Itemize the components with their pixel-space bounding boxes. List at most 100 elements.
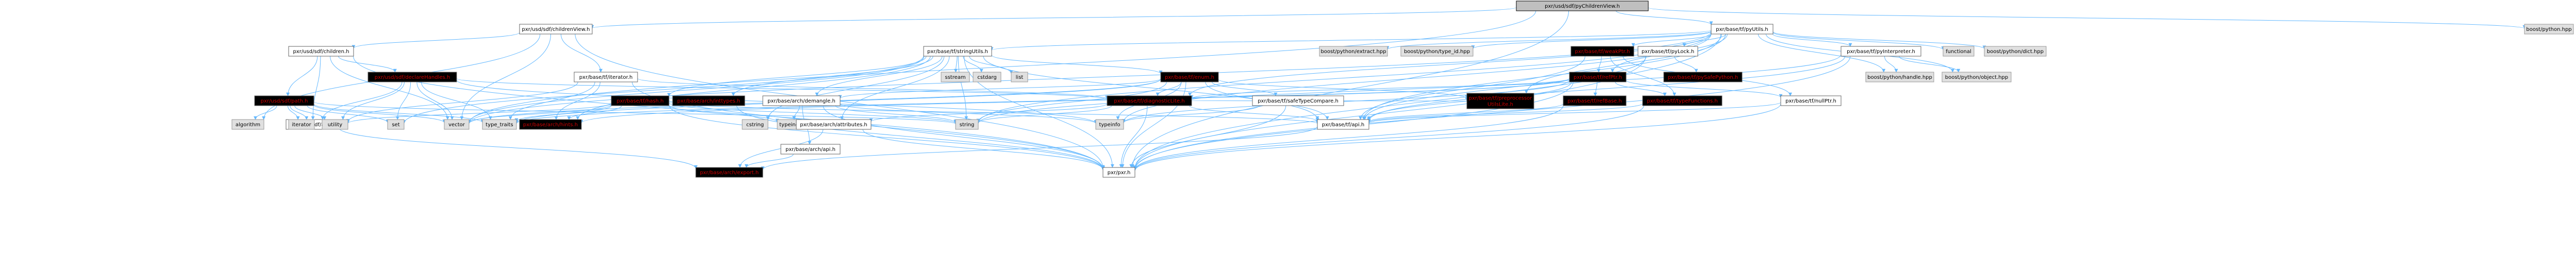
- graph-node-tfApi[interactable]: pxr/base/tf/api.h: [1317, 119, 1369, 130]
- graph-node-stringUtils[interactable]: pxr/base/tf/stringUtils.h: [923, 46, 992, 57]
- edge-iterator-to-utility: [346, 81, 578, 123]
- edge-enumH-to-string: [976, 81, 1167, 123]
- node-box: [1637, 46, 1698, 57]
- graph-node-root[interactable]: pxr/usd/sdf/pyChildrenView.h: [1516, 1, 1649, 11]
- graph-node-iterator[interactable]: pxr/base/tf/iterator.h: [574, 72, 638, 82]
- graph-node-typeTraits: type_traits: [482, 119, 517, 130]
- node-label: pxr/usd/sdf/pyChildrenView.h: [1545, 4, 1620, 9]
- node-label: algorithm: [236, 122, 260, 128]
- graph-node-boostObject: boost/python/object.hpp: [1942, 72, 2012, 82]
- node-label: pxr/base/tf/hash.h: [616, 98, 663, 104]
- graph-node-archAttributes[interactable]: pxr/base/arch/attributes.h: [796, 119, 872, 130]
- edge-pyInterpreter-to-string: [976, 54, 1842, 124]
- edge-typeFunctions-to-tfApi: [1367, 103, 1643, 123]
- edge-safeTypeCompare-to-typeinfo: [1122, 105, 1260, 123]
- node-box: [611, 95, 670, 106]
- graph-node-refPtr[interactable]: pxr/base/tf/refPtr.h: [1569, 72, 1627, 82]
- graph-node-declareHandles[interactable]: pxr/usd/sdf/declareHandles.h: [367, 72, 457, 82]
- graph-node-nullPtr[interactable]: pxr/base/tf/nullPtr.h: [1780, 95, 1842, 106]
- edge-archAttributes-to-pxrH: [862, 129, 1105, 170]
- edge-nullPtr-to-tfApi: [1367, 102, 1781, 124]
- node-label: iterator: [292, 122, 311, 128]
- graph-node-safeTypeCompare[interactable]: pxr/base/tf/safeTypeCompare.h: [1252, 95, 1344, 106]
- graph-node-inttypes[interactable]: pxr/base/arch/inttypes.h: [672, 95, 745, 106]
- edge-weakPtr-to-refPtr: [1597, 56, 1602, 73]
- node-box: [2524, 24, 2574, 35]
- graph-node-path[interactable]: pxr/usd/sdf/path.h: [254, 95, 314, 106]
- graph-node-weakPtr[interactable]: pxr/base/tf/weakPtr.h: [1570, 46, 1634, 57]
- node-label: pxr/base/arch/demangle.h: [767, 98, 835, 104]
- graph-node-typeFunctions[interactable]: pxr/base/tf/typeFunctions.h: [1642, 95, 1722, 106]
- graph-node-children[interactable]: pxr/usd/sdf/children.h: [288, 46, 354, 57]
- node-label: sstream: [945, 75, 965, 80]
- edge-root-to-vector: [467, 10, 1536, 124]
- node-label: boost/python/dict.hpp: [1987, 49, 2044, 55]
- edge-hash-to-typeindex: [668, 105, 779, 123]
- edge-path-to-iteratorStd: [287, 105, 300, 120]
- edge-declareHandles-to-vector: [416, 81, 454, 120]
- edge-declareHandles-to-set: [395, 81, 411, 120]
- edge-declareHandles-to-typeTraits: [421, 81, 493, 120]
- edge-iterator-to-hints: [554, 81, 600, 120]
- edge-safeTypeCompare-to-pxrH: [1129, 105, 1286, 168]
- edge-pyLock-to-tfApi: [1363, 56, 1647, 120]
- node-label: typeindex: [779, 122, 805, 128]
- graph-node-boostDict: boost/python/dict.hpp: [1984, 46, 2047, 57]
- node-label: pxr/usd/sdf/childrenView.h: [522, 27, 590, 32]
- graph-node-childrenView[interactable]: pxr/usd/sdf/childrenView.h: [519, 24, 593, 35]
- edge-declareHandles-to-utility: [341, 81, 405, 120]
- graph-node-pxrH[interactable]: pxr/pxr.h: [1102, 167, 1135, 178]
- graph-node-pyUtils[interactable]: pxr/base/tf/pyUtils.h: [1711, 24, 1774, 35]
- node-label: cstdarg: [977, 75, 996, 80]
- graph-node-refBase[interactable]: pxr/base/tf/refBase.h: [1563, 95, 1627, 106]
- node-label: boost/python/type_id.hpp: [1404, 49, 1470, 55]
- edge-stringUtils-to-sstream: [954, 56, 958, 73]
- graph-node-string: string: [955, 119, 979, 130]
- edge-children-to-vector: [330, 56, 449, 120]
- node-label: pxr/base/tf/refPtr.h: [1574, 75, 1622, 80]
- graph-node-pySafePython[interactable]: pxr/base/tf/pySafePython.h: [1663, 72, 1743, 82]
- node-box: [1942, 72, 2012, 82]
- node-box: [780, 144, 841, 155]
- node-box: [973, 72, 1001, 82]
- node-box: [574, 72, 638, 82]
- edge-refPtr-to-typeTraits: [514, 78, 1570, 124]
- node-box: [1984, 46, 2047, 57]
- graph-node-archApi[interactable]: pxr/base/arch/api.h: [780, 144, 841, 155]
- node-label: string: [960, 122, 975, 128]
- node-box: [1569, 72, 1627, 82]
- edge-pyInterpreter-to-boostObject: [1899, 56, 1961, 73]
- edge-inttypes-to-pxrH: [736, 105, 1105, 170]
- graph-node-hash[interactable]: pxr/base/tf/hash.h: [611, 95, 670, 106]
- node-label: pxr/base/tf/pyUtils.h: [1716, 27, 1768, 32]
- graph-node-pyInterpreter[interactable]: pxr/base/tf/pyInterpreter.h: [1841, 46, 1921, 57]
- node-label: boost/python/handle.hpp: [1867, 75, 1932, 80]
- graph-node-diagLite[interactable]: pxr/base/tf/diagnosticLite.h: [1107, 95, 1192, 106]
- edge-archApi-to-archExport: [744, 154, 794, 168]
- graph-node-pyLock[interactable]: pxr/base/tf/pyLock.h: [1637, 46, 1698, 57]
- node-label: pxr/base/tf/typeFunctions.h: [1647, 98, 1717, 104]
- graph-node-archExport[interactable]: pxr/base/arch/export.h: [695, 167, 763, 178]
- node-box: [1663, 72, 1743, 82]
- edge-pyUtils-to-boostHandle: [1758, 33, 1886, 73]
- node-box: [519, 24, 593, 35]
- node-box: [762, 95, 841, 106]
- node-label: pxr/base/arch/export.h: [700, 170, 759, 176]
- edge-pyUtils-to-weakPtr: [1631, 33, 1712, 47]
- node-box: [1841, 46, 1921, 57]
- node-box: [1400, 46, 1474, 57]
- graph-node-demangle[interactable]: pxr/base/arch/demangle.h: [762, 95, 841, 106]
- graph-node-hints[interactable]: pxr/base/arch/hints.h: [519, 119, 582, 130]
- graph-node-typeinfo: typeinfo: [1095, 119, 1124, 130]
- node-label: boost/python.hpp: [2526, 27, 2571, 32]
- node-box: [1160, 72, 1219, 82]
- node-box: [367, 72, 457, 82]
- node-label: pxr/base/arch/attributes.h: [800, 122, 867, 128]
- node-box: [1865, 72, 1934, 82]
- node-box: [1107, 95, 1192, 106]
- graph-node-enumH[interactable]: pxr/base/tf/enum.h: [1160, 72, 1219, 82]
- node-label: pxr/pxr.h: [1108, 170, 1131, 176]
- node-box: [1711, 24, 1774, 35]
